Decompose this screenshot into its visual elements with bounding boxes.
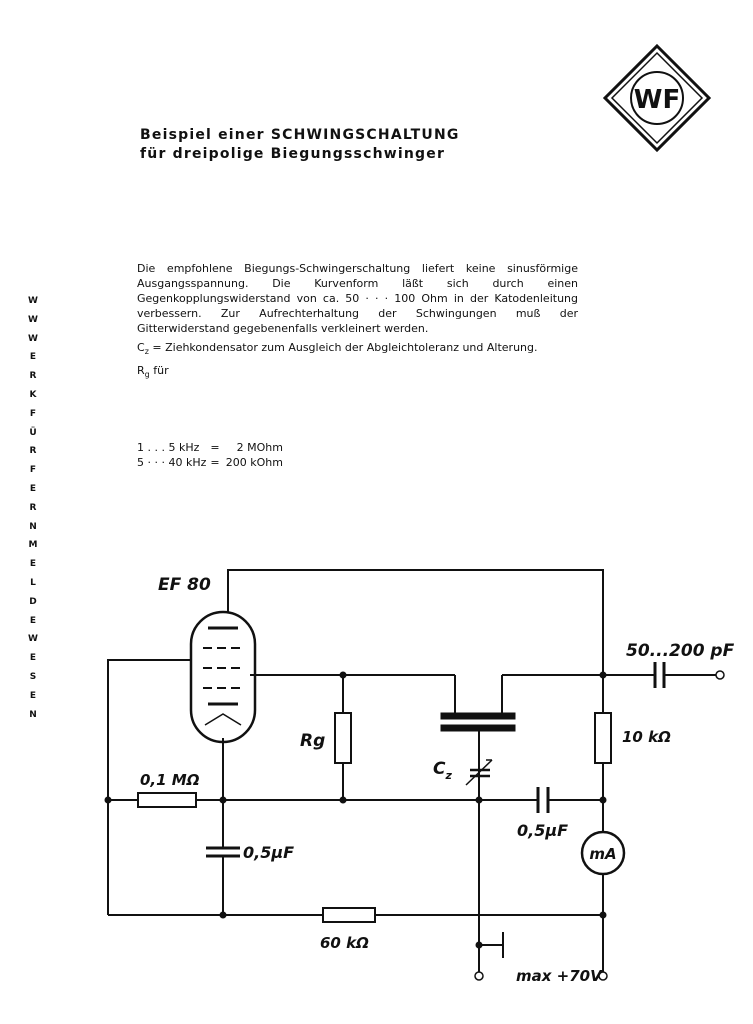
label-rg: Rg (300, 731, 325, 751)
side-letter: S (29, 671, 37, 682)
resistor-60k (322, 907, 376, 923)
crystal (440, 712, 516, 786)
side-text: W W W E R K F Ü R F E R N M E L D E W E … (23, 292, 43, 724)
description: Die empfohlene Biegungs-Schwingerschaltu… (137, 261, 578, 382)
rg-sub: g (144, 370, 150, 380)
title-line-2: für dreipolige Biegungsschwinger (140, 146, 446, 162)
capacitor-right (536, 787, 550, 813)
resistor-rg (334, 712, 352, 764)
spec-row: 1 . . . 5 kHz = 2 MOhm (137, 440, 283, 455)
side-letter: K (29, 389, 37, 400)
label-cz: Cz (433, 759, 452, 782)
junction-dots (104, 671, 607, 949)
logo-text: WF (634, 85, 680, 115)
label-tube: EF 80 (158, 575, 211, 595)
side-letter: W (28, 296, 38, 306)
paragraph-1: Die empfohlene Biegungs-Schwingerschaltu… (137, 262, 578, 335)
label-meter: mA (589, 845, 616, 863)
cz-sub: z (144, 347, 149, 357)
label-cz-sub: z (444, 769, 452, 782)
side-letter: W (28, 333, 38, 344)
wf-logo: WF (603, 44, 711, 152)
spec-value: 2 MOhm (236, 441, 283, 454)
label-cap-left: 0,5µF (243, 843, 294, 862)
page-title: Beispiel einer SCHWINGSCHALTUNG für drei… (140, 126, 460, 164)
side-letter: M (28, 540, 38, 551)
side-letter: Ü (29, 427, 37, 438)
milliammeter (580, 830, 626, 876)
label-0-1m: 0,1 MΩ (140, 771, 200, 789)
spec-row: 5 · · · 40 kHz= 200 kOhm (137, 455, 283, 470)
label-60k: 60 kΩ (320, 934, 369, 952)
side-letter: E (29, 352, 37, 363)
label-cap-right: 0,5µF (517, 821, 568, 840)
spec-range: 5 · · · 40 kHz (137, 456, 207, 469)
circuit-wires (107, 569, 716, 972)
terminals (474, 670, 725, 981)
resistor-0-1m (137, 792, 197, 808)
spec-sep: = (210, 456, 220, 469)
label-output-cap: 50...200 pF (626, 641, 735, 661)
label-10k: 10 kΩ (622, 728, 671, 746)
side-letter: F (29, 408, 37, 419)
capacitor-output (653, 662, 666, 688)
side-letter: E (29, 615, 37, 626)
side-letter: W (28, 314, 38, 325)
paragraph-rg: Rg für (137, 363, 578, 382)
paragraph-cz: Cz = Ziehkondensator zum Ausgleich der A… (137, 340, 578, 359)
side-letter: D (29, 596, 37, 607)
tube-ef80 (189, 610, 257, 744)
resistor-10k (594, 712, 612, 764)
side-letter: N (29, 709, 37, 720)
side-letter: N (29, 521, 37, 532)
side-letter: R (29, 502, 37, 513)
label-supply: max +70V (516, 967, 603, 985)
spec-range: 1 . . . 5 kHz (137, 441, 200, 454)
rg-symbol: R (137, 364, 145, 378)
label-cz-main: C (433, 759, 446, 779)
cz-symbol: C (137, 341, 145, 354)
capacitor-left (206, 846, 240, 858)
side-letter: L (30, 577, 36, 588)
rg-text: für (149, 364, 169, 378)
side-letter: E (29, 483, 37, 494)
title-line-1: Beispiel einer SCHWINGSCHALTUNG (140, 127, 460, 143)
cz-text: = Ziehkondensator zum Ausgleich der Abgl… (148, 341, 538, 354)
spec-value: 200 kOhm (225, 456, 283, 469)
spec-sep: = (210, 441, 220, 454)
side-letter: E (29, 559, 37, 570)
side-letter: E (29, 653, 37, 664)
side-letter: F (29, 465, 37, 476)
side-letter: W (28, 634, 38, 645)
side-letter: R (29, 446, 37, 457)
side-letter: E (29, 690, 37, 701)
side-letter: R (29, 371, 37, 382)
